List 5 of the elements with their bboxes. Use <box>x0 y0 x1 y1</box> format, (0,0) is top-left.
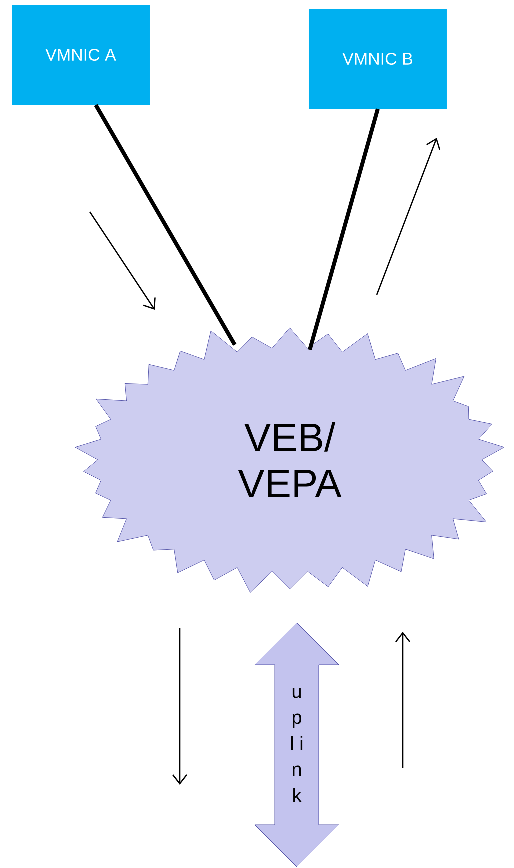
connector-line <box>308 108 380 351</box>
label-box: VMNIC B <box>309 9 447 110</box>
label-box: VMNIC A <box>12 5 150 106</box>
starburst: VEB/ VEPA <box>75 328 505 593</box>
connector-line <box>94 104 237 346</box>
